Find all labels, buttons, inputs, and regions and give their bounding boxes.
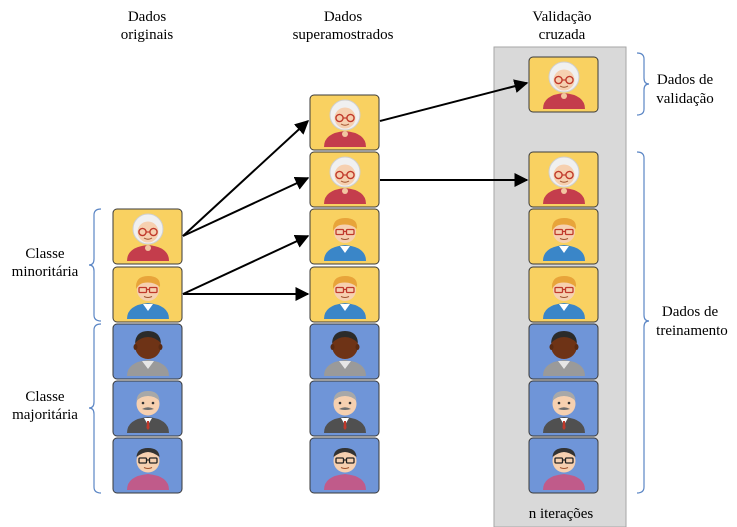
header-oversampled-line2: superamostrados xyxy=(293,27,394,43)
oversampled-card-old-woman xyxy=(309,151,380,208)
brace-majority xyxy=(88,323,102,494)
header-original-line2: originais xyxy=(121,27,174,43)
oversampled-card-blond-man-copy xyxy=(309,208,380,265)
original-card-old-woman xyxy=(112,208,183,265)
training-card-old-man xyxy=(528,380,599,437)
label-training-line2: treinamento xyxy=(656,323,728,339)
oversampled-card-old-man xyxy=(309,380,380,437)
header-crossval-line2: cruzada xyxy=(539,27,586,43)
label-majority-line1: Classe xyxy=(25,389,65,405)
oversampled-card-old-woman-copy xyxy=(309,94,380,151)
oversampled-card-glasses-man xyxy=(309,437,380,494)
training-card-blond-man-copy xyxy=(528,208,599,265)
brace-training xyxy=(636,151,650,494)
training-card-blond-man xyxy=(528,266,599,323)
arrow-blond-man-to-copy xyxy=(182,234,310,295)
label-majority-line2: majoritária xyxy=(12,407,78,423)
header-original-line1: Dados xyxy=(128,9,166,25)
training-card-old-woman xyxy=(528,151,599,208)
training-card-glasses-man xyxy=(528,437,599,494)
arrow-old-woman-to-oversampled xyxy=(182,176,310,237)
validation-card-old-woman xyxy=(528,56,599,113)
original-card-glasses-man xyxy=(112,437,183,494)
label-validation-line2: validação xyxy=(656,91,713,107)
brace-minority xyxy=(88,208,102,322)
header-crossval-line1: Validação xyxy=(532,9,591,25)
label-minority-line2: minoritária xyxy=(12,264,79,280)
original-card-old-man xyxy=(112,380,183,437)
label-minority-line1: Classe xyxy=(25,246,65,262)
original-card-dark-man xyxy=(112,323,183,380)
training-card-dark-man xyxy=(528,323,599,380)
arrow-old-woman-to-copy xyxy=(182,120,310,237)
header-oversampled-line1: Dados xyxy=(324,9,362,25)
oversampled-card-dark-man xyxy=(309,323,380,380)
iterations-label: n iterações xyxy=(529,506,594,522)
label-training-line1: Dados de xyxy=(662,304,719,320)
original-card-blond-man xyxy=(112,266,183,323)
oversampled-card-blond-man xyxy=(309,266,380,323)
brace-validation xyxy=(636,52,650,116)
label-validation-line1: Dados de xyxy=(657,72,714,88)
arrow-copy-to-validation xyxy=(379,79,529,122)
